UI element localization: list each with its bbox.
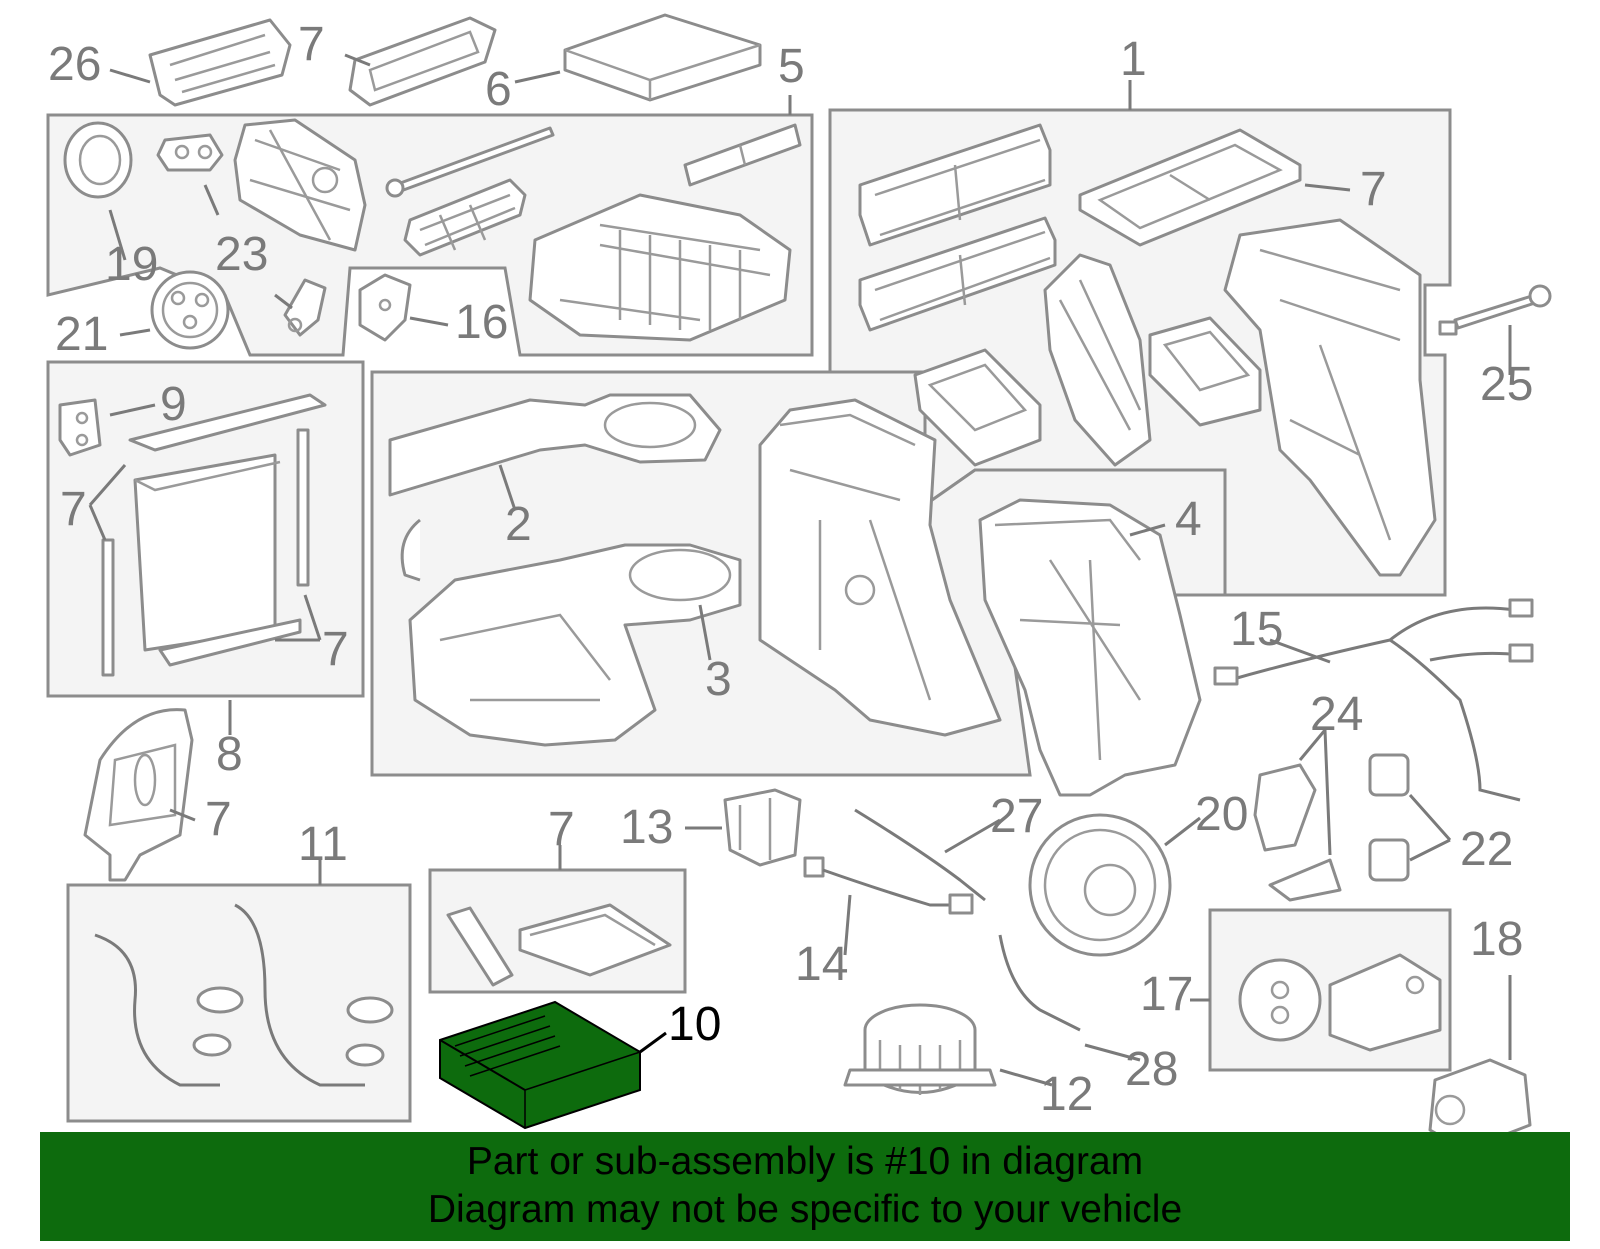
part-7-lower-seal [83,708,194,882]
part-20-blower-wheel [1028,813,1172,957]
part-11-tubes [94,903,394,1087]
part-15-harness [1213,598,1534,802]
banner-line-1: Part or sub-assembly is #10 in diagram [466,1140,1144,1183]
callout-7: 7 [205,793,232,846]
part-25-pin [1438,284,1552,336]
callout-7: 7 [298,18,325,71]
callout-2: 2 [505,498,532,551]
callout-7: 7 [1360,163,1387,216]
callout-7: 7 [322,623,349,676]
part-28-hose [998,934,1081,1032]
callout-21: 21 [55,308,108,361]
part-1-door-lower [858,216,1057,332]
callout-5: 5 [778,40,805,93]
callout-14: 14 [795,938,848,991]
callout-26: 26 [48,38,101,91]
part-1-flap-mid [1148,316,1262,427]
part-3-blower-case [408,543,742,747]
callout-27: 27 [990,790,1043,843]
banner-line-2: Diagram may not be specific to your vehi… [427,1188,1183,1231]
part-5-actuator-housing [233,118,367,252]
callout-12: 12 [1040,1068,1093,1121]
callout-8: 8 [216,728,243,781]
callout-19: 19 [105,238,158,291]
part-2-duct [388,393,722,497]
callout-11: 11 [298,818,348,871]
callout-10: 10 [668,998,721,1051]
callout-1: 1 [1120,33,1147,86]
callout-20: 20 [1195,788,1248,841]
callout-24: 24 [1310,688,1363,741]
part-14-sensor [803,856,974,915]
callout-4: 4 [1175,493,1202,546]
part-1-case-right [1223,218,1437,577]
callout-22: 22 [1460,823,1513,876]
part-23-gear-knob [156,133,224,172]
part-21-gear [150,270,230,350]
part-5-rod [385,126,555,198]
part-1-door-upper [858,123,1052,247]
leader-lines [88,53,1512,1087]
info-banner: Part or sub-assembly is #10 in diagram D… [40,1132,1570,1241]
part-18-actuator [1428,1058,1532,1152]
part-7-seal-set [446,903,672,987]
part-22-motors [1368,753,1410,882]
part-7-frame-seal [1078,128,1302,247]
part-10-heater-core [439,1000,641,1130]
part-7-top-seal [348,16,497,107]
callout-9: 9 [160,378,187,431]
part-12-blower-motor [843,1003,997,1095]
part-23-lever [283,278,327,337]
callout-3: 3 [705,653,732,706]
part-6-cabin-filter [563,13,762,102]
part-1-flap-small [913,348,1042,467]
part-3-hose [400,518,421,582]
callout-7: 7 [60,483,87,536]
callout-28: 28 [1125,1043,1178,1096]
callout-17: 17 [1140,968,1193,1021]
part-17-actuator [1238,953,1442,1052]
part-1-blend-panel [1043,253,1152,467]
part-9-valve [58,398,102,457]
part-19-blower-ring [63,121,133,199]
part-26-vent-duct [148,18,292,107]
part-7-strips [101,428,310,677]
callout-6: 6 [485,63,512,116]
callout-13: 13 [620,801,673,854]
part-5-case [528,193,792,342]
part-5-door [403,178,527,257]
part-13-actuator [723,788,802,867]
callout-7: 7 [548,803,575,856]
callout-23: 23 [215,228,268,281]
callout-18: 18 [1470,913,1523,966]
part-4-case-half [978,498,1202,797]
part-16-bracket [358,273,412,342]
part-24-bracket [1253,763,1342,902]
part-3-heater-case [758,398,1002,737]
callout-15: 15 [1230,603,1283,656]
part-5-seal-strip [683,123,802,187]
callout-25: 25 [1480,358,1533,411]
callout-16: 16 [455,296,508,349]
part-27-hose [854,808,986,902]
part-8-evaporator [128,393,327,652]
